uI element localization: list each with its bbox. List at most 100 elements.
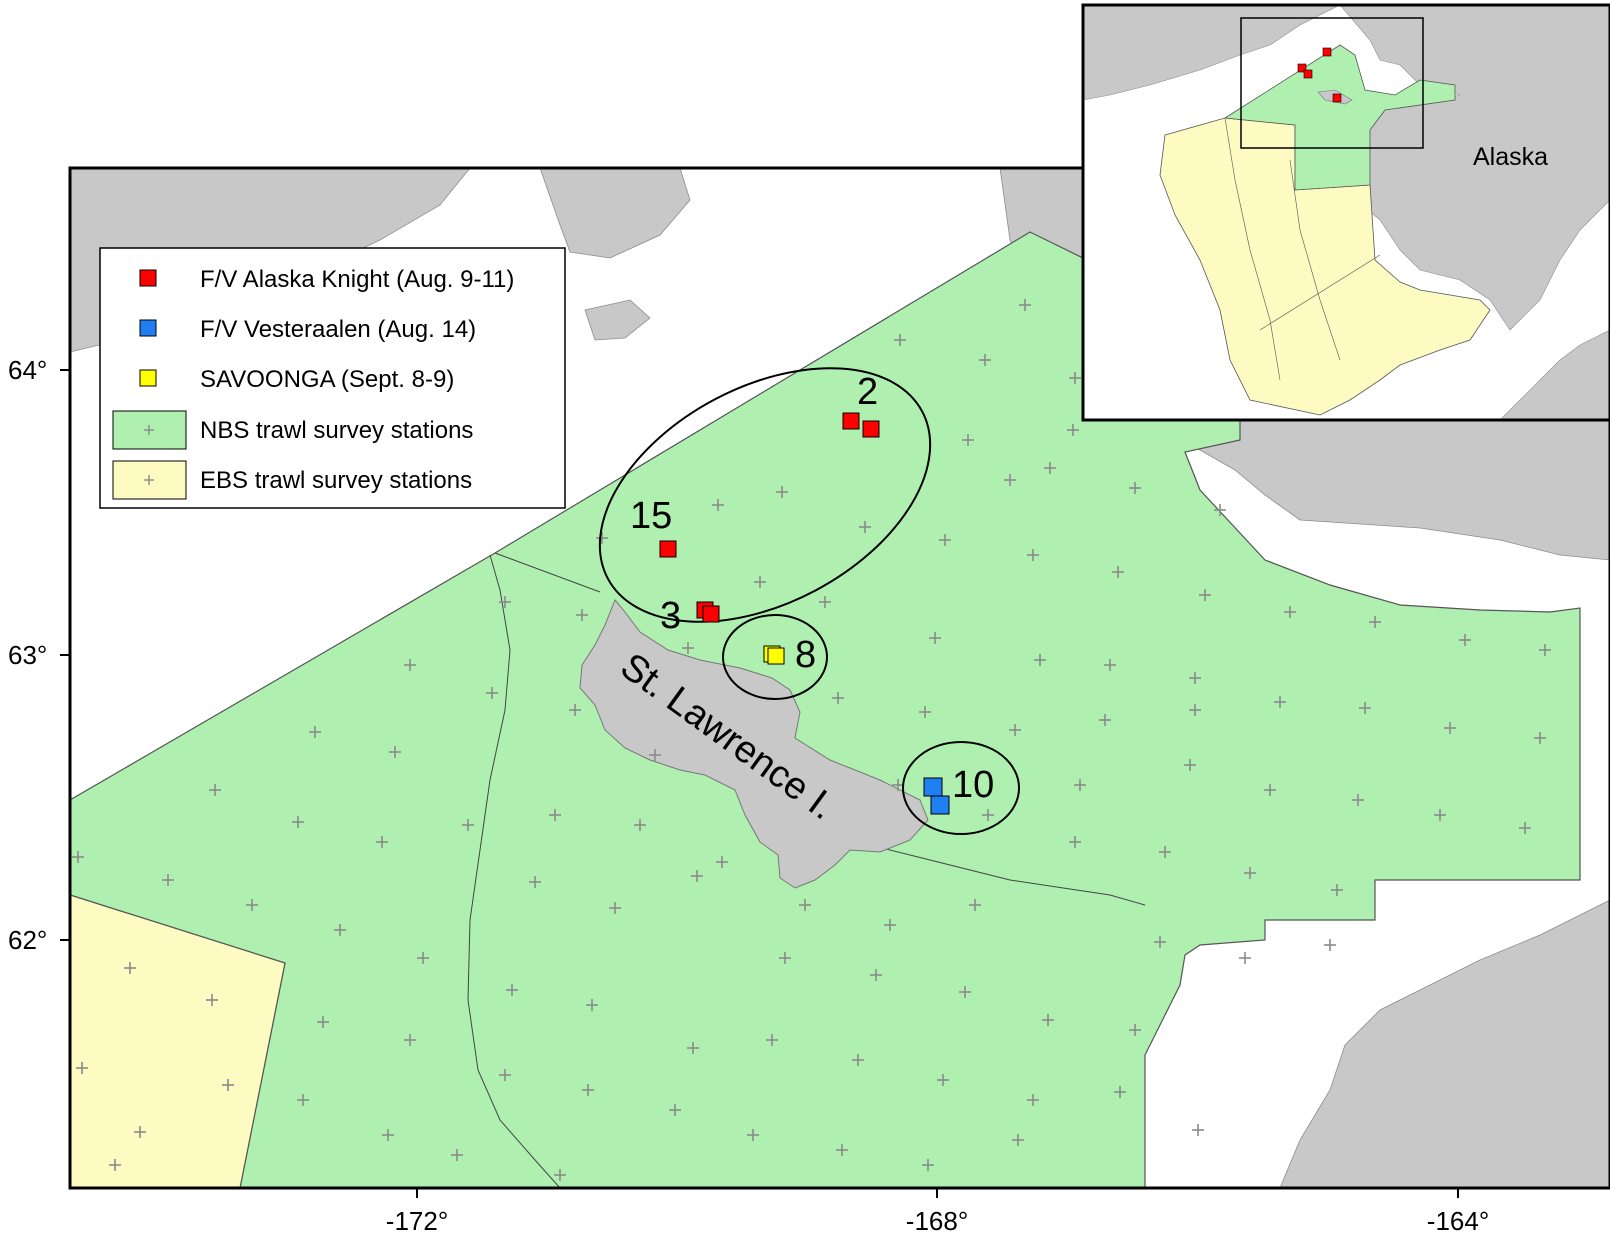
station-marker (691, 870, 703, 882)
vesteraalen-marker (930, 795, 950, 815)
station-marker (1184, 759, 1196, 771)
inset-catch-marker (1303, 69, 1313, 79)
station-marker (682, 642, 694, 654)
x-tick-label: -164° (1427, 1206, 1489, 1236)
x-tick-label: -168° (906, 1206, 968, 1236)
station-marker (1069, 836, 1081, 848)
station-marker (486, 687, 498, 699)
station-marker (451, 1149, 463, 1161)
station-marker (209, 784, 221, 796)
station-marker (939, 534, 951, 546)
legend-symbol-blue-square (139, 319, 157, 337)
station-marker (969, 899, 981, 911)
st-lawrence-island (579, 599, 929, 889)
station-marker (870, 969, 882, 981)
station-marker (1154, 936, 1166, 948)
station-marker (962, 434, 974, 446)
station-marker (309, 726, 321, 738)
station-marker (1434, 809, 1446, 821)
station-marker (404, 659, 416, 671)
cluster-ellipses (598, 367, 1020, 835)
station-marker (576, 609, 588, 621)
station-marker (634, 819, 646, 831)
ellipse-cluster-8 (722, 614, 828, 700)
alaska-coast-south (1279, 899, 1610, 1188)
station-marker (1012, 1134, 1024, 1146)
alaska-knight-marker (862, 420, 880, 438)
station-marker (1331, 884, 1343, 896)
station-marker (919, 706, 931, 718)
y-tick-label: 62° (8, 925, 47, 955)
station-marker (1104, 659, 1116, 671)
station-marker (124, 962, 136, 974)
station-marker (1359, 702, 1371, 714)
stratum-lines (467, 552, 1146, 1188)
station-marker (317, 1016, 329, 1028)
station-marker (1004, 474, 1016, 486)
station-marker (922, 1159, 934, 1171)
legend-label: NBS trawl survey stations (200, 417, 473, 444)
axis-ticks (60, 369, 1459, 1198)
station-marker (162, 874, 174, 886)
station-marker (1214, 504, 1226, 516)
station-marker (1244, 867, 1256, 879)
station-marker (1009, 724, 1021, 736)
station-marker (1019, 299, 1031, 311)
station-marker (417, 952, 429, 964)
y-tick-label: 64° (8, 355, 47, 385)
cluster-label-10: 10 (952, 764, 994, 806)
station-marker (669, 1104, 681, 1116)
main-map-frame (68, 166, 1610, 1190)
station-marker (1192, 1124, 1204, 1136)
inset-nbs-area (1223, 44, 1456, 191)
station-marker (1042, 1014, 1054, 1026)
chukotka-east-land (539, 168, 691, 259)
station-marker (1069, 372, 1081, 384)
station-marker (499, 1069, 511, 1081)
alaska-knight-marker (702, 605, 720, 623)
station-marker (72, 851, 84, 863)
station-marker (1239, 952, 1251, 964)
savoonga-marker (767, 647, 785, 665)
station-marker (819, 596, 831, 608)
station-marker (462, 819, 474, 831)
station-marker (1444, 722, 1456, 734)
station-marker (716, 856, 728, 868)
station-marker (222, 1079, 234, 1091)
station-marker (884, 919, 896, 931)
station-marker (687, 1042, 699, 1054)
station-marker (404, 1034, 416, 1046)
station-marker (549, 809, 561, 821)
inset-chukotka-land (1083, 5, 1341, 101)
inset-catch-marker (1297, 63, 1307, 73)
station-marker (596, 532, 608, 544)
station-marker (109, 1159, 121, 1171)
station-marker (754, 576, 766, 588)
cluster-label-15: 15 (630, 495, 672, 537)
station-marker (1264, 784, 1276, 796)
station-marker (297, 1094, 309, 1106)
station-marker (894, 334, 906, 346)
inset-frame (1081, 3, 1610, 422)
cluster-label-8: 8 (795, 634, 816, 676)
station-marker (1112, 566, 1124, 578)
ebs-survey-area (70, 894, 286, 1188)
alaska-knight-marker (659, 540, 677, 558)
station-marker (982, 809, 994, 821)
station-marker (499, 596, 511, 608)
ellipse-cluster-north (598, 367, 932, 623)
station-marker (1534, 732, 1546, 744)
inset-alaska-land (1339, 5, 1610, 331)
cluster-label-3: 3 (660, 595, 681, 637)
station-marker (1274, 696, 1286, 708)
station-marker (1114, 1086, 1126, 1098)
inset-catch-marker (1332, 93, 1342, 103)
station-marker (334, 924, 346, 936)
station-marker (382, 1129, 394, 1141)
islet-north (584, 299, 651, 341)
station-marker (529, 876, 541, 888)
inset-alaska-label: Alaska (1473, 143, 1548, 171)
ellipse-cluster-10 (902, 741, 1020, 835)
x-tick-label: -172° (386, 1206, 448, 1236)
